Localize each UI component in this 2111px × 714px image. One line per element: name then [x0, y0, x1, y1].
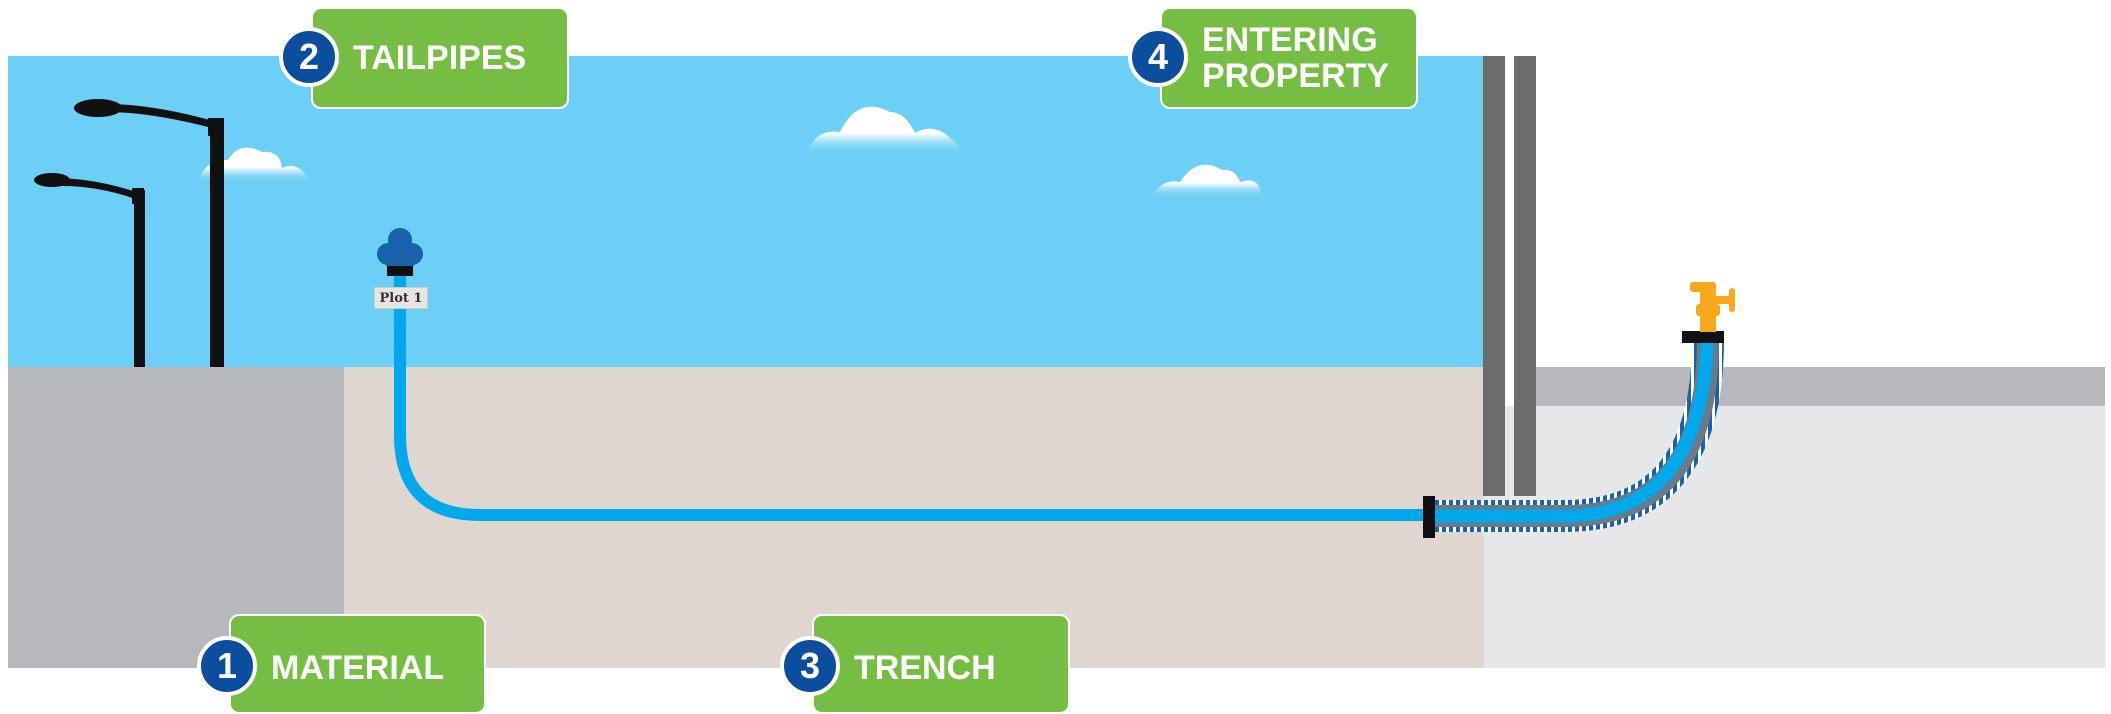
duct-end-cap	[1682, 331, 1724, 343]
step-label-material: MATERIAL	[229, 614, 486, 714]
property-ground	[1484, 406, 2105, 668]
plot-label: Plot 1	[374, 287, 428, 309]
step-number: 4	[1147, 36, 1169, 77]
step-number: 3	[799, 645, 821, 686]
boundary-wall	[1483, 56, 1505, 496]
step-number: 1	[216, 645, 238, 686]
step-text: MATERIAL	[271, 649, 445, 687]
step-label-tailpipes: TAILPIPES	[311, 7, 569, 109]
step-text: TAILPIPES	[353, 39, 527, 77]
step-label-entering-property: ENTERING PROPERTY	[1160, 7, 1418, 109]
cloud-icon	[198, 147, 310, 183]
boundary-wall	[1514, 56, 1536, 496]
step-text: ENTERING PROPERTY	[1202, 21, 1390, 95]
stop-tap-icon	[377, 228, 423, 276]
duct-end-cap	[1423, 496, 1435, 538]
step-number: 2	[298, 36, 320, 77]
cloud-icon	[1150, 164, 1262, 198]
tap-icon	[1690, 282, 1735, 332]
cloud-icon	[806, 106, 965, 155]
step-text: TRENCH	[854, 649, 996, 687]
street-lamp-icon	[74, 99, 224, 368]
service-pipe	[394, 276, 1430, 521]
service-pipe-in-duct	[1430, 319, 1715, 523]
street-lamp-icon	[34, 173, 145, 368]
step-label-trench: TRENCH	[812, 614, 1070, 714]
step-number-badge: 1	[197, 636, 257, 696]
step-number-badge: 2	[279, 27, 339, 87]
step-number-badge: 4	[1128, 27, 1188, 87]
property-path	[1536, 367, 2105, 406]
step-number-badge: 3	[780, 636, 840, 696]
